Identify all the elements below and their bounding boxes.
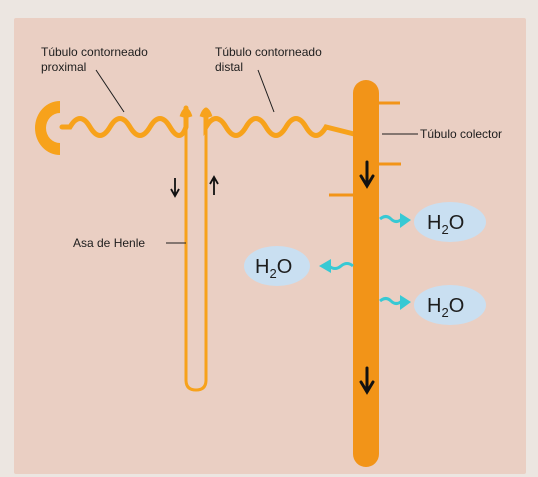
proximal-pointer bbox=[95, 69, 125, 113]
water-flow-arrow-icon bbox=[328, 262, 354, 270]
henle-top-left bbox=[179, 108, 193, 118]
collector-label: Túbulo colector bbox=[420, 127, 502, 141]
diagram-panel bbox=[14, 18, 526, 474]
henle-up-arrow-icon bbox=[209, 175, 219, 195]
duct-down-arrow-icon bbox=[359, 366, 375, 395]
distal-tubule bbox=[203, 107, 361, 138]
proximal-label-line1: Túbulo contorneado bbox=[41, 45, 148, 59]
water-flow-arrow-icon bbox=[379, 297, 403, 305]
water-label-3: H2O bbox=[427, 295, 464, 320]
henle-loop bbox=[184, 117, 208, 392]
water-label-2: H2O bbox=[255, 256, 292, 281]
water-flow-arrow-head-icon bbox=[400, 213, 411, 228]
water-flow-arrow-head-icon bbox=[319, 259, 331, 273]
proximal-tubule bbox=[59, 105, 189, 138]
water-bubble bbox=[414, 285, 486, 325]
henle-down-arrow-icon bbox=[170, 178, 180, 198]
water-bubble bbox=[414, 202, 486, 242]
henle-label: Asa de Henle bbox=[73, 236, 145, 250]
proximal-label-line2: proximal bbox=[41, 60, 86, 74]
water-flow-arrow-icon bbox=[379, 215, 403, 223]
water-label-1: H2O bbox=[427, 212, 464, 237]
bowman-capsule-icon bbox=[35, 101, 60, 155]
distal-label-line2: distal bbox=[215, 60, 243, 74]
water-flow-arrow-head-icon bbox=[400, 295, 411, 310]
duct-down-arrow-icon bbox=[359, 160, 375, 189]
collecting-duct bbox=[353, 80, 379, 467]
distal-label-line1: Túbulo contorneado bbox=[215, 45, 322, 59]
distal-pointer bbox=[257, 69, 275, 113]
water-bubble bbox=[244, 246, 310, 286]
